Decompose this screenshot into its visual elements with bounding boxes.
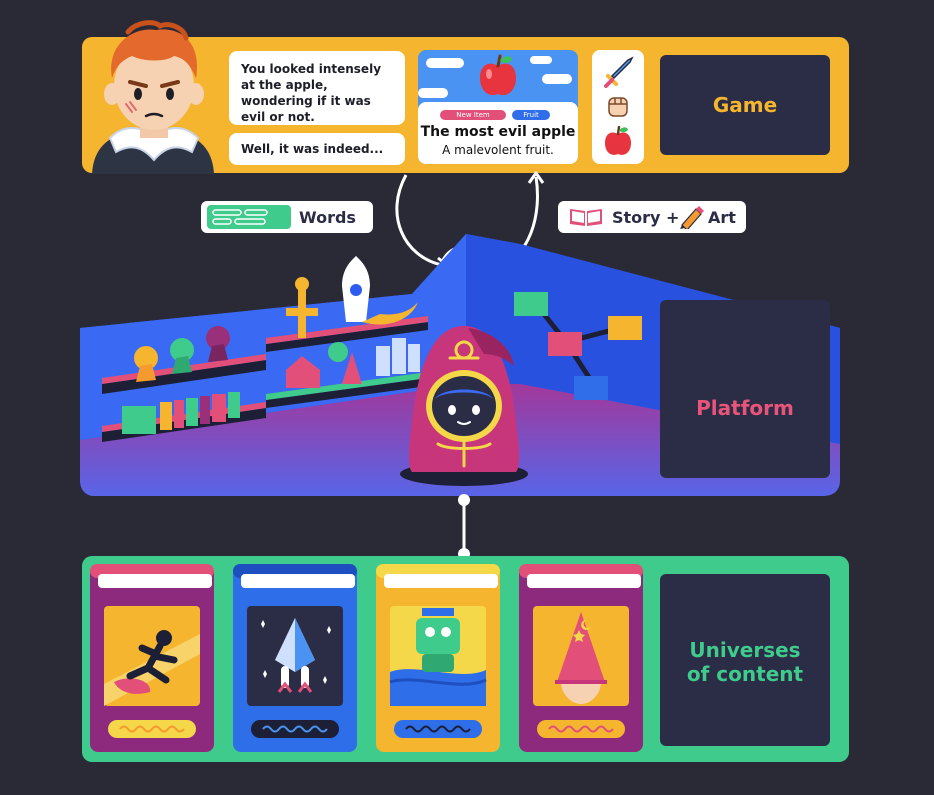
tag-type: Fruit xyxy=(512,110,550,120)
sword-icon xyxy=(604,56,634,88)
wizard-book xyxy=(519,564,643,752)
words-pill: Words xyxy=(201,201,373,233)
universes-label-line2: of content xyxy=(686,662,804,686)
fist-icon xyxy=(608,97,628,117)
item-title: The most evil apple xyxy=(420,124,576,140)
item-card: New Item Fruit xyxy=(418,50,578,164)
apple-icon xyxy=(480,54,516,96)
game-label-panel: Game xyxy=(660,55,830,155)
universes-label-line1: Universes xyxy=(689,638,801,662)
universes-label-panel: Universes of content xyxy=(660,574,830,746)
game-label: Game xyxy=(712,93,778,117)
text-lines-icon xyxy=(207,205,291,229)
words-label: Words xyxy=(299,208,356,227)
story-label: Story + xyxy=(612,208,680,227)
robot-book xyxy=(376,564,500,752)
dialogue-bubble: You looked intensely at the apple, wonde… xyxy=(229,51,405,125)
story-art-pill: Story + Art xyxy=(558,201,746,233)
connector-line xyxy=(458,494,470,560)
art-label: Art xyxy=(708,208,736,227)
sky-clouds xyxy=(418,56,572,98)
platform-label: Platform xyxy=(696,396,794,420)
pencil-icon xyxy=(680,206,704,229)
rocket-book xyxy=(233,564,357,752)
book-icon xyxy=(570,209,602,226)
platform-label-panel: Platform xyxy=(660,300,830,478)
item-description: A malevolent fruit. xyxy=(442,143,554,157)
mascot-character xyxy=(400,326,528,486)
character-portrait xyxy=(92,20,214,174)
inventory-icons xyxy=(592,50,644,164)
dialogue-continuation: Well, it was indeed... xyxy=(229,133,405,165)
apple-icon xyxy=(605,126,631,155)
tag-new-item: New Item xyxy=(440,110,506,120)
universes-label: Universes of content xyxy=(660,638,830,686)
runner-book xyxy=(90,564,214,752)
